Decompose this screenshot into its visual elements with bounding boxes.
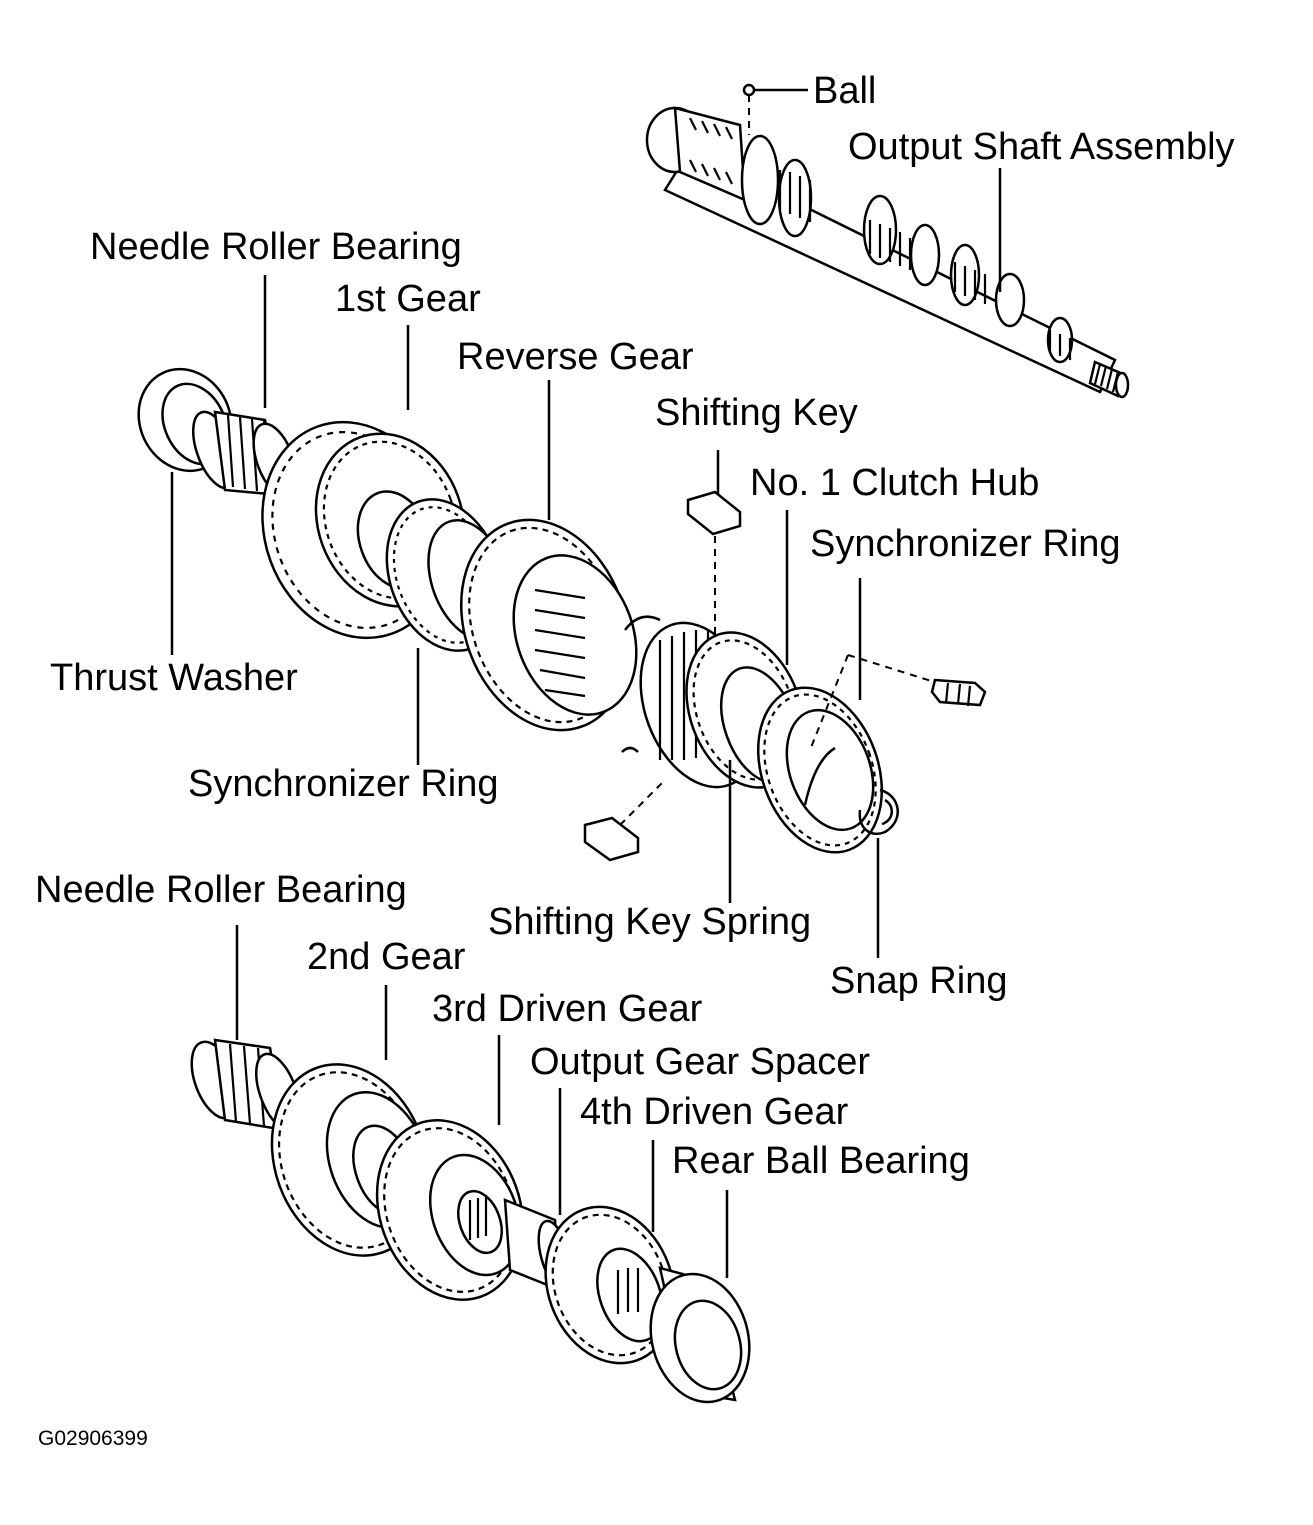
label-reverse-gear: Reverse Gear [457,336,694,378]
label-no1-clutch-hub: No. 1 Clutch Hub [750,462,1040,504]
rear-ball-bearing-part [649,1190,751,1404]
label-output-shaft-assembly: Output Shaft Assembly [848,126,1235,168]
shifting-key-bottom-part [583,779,666,862]
label-needle-roller-bearing-upper: Needle Roller Bearing [90,226,462,268]
label-third-driven-gear: 3rd Driven Gear [432,988,703,1030]
third-driven-gear-part [375,1035,525,1301]
label-ball: Ball [813,70,877,112]
label-synchronizer-ring-left: Synchronizer Ring [188,763,499,805]
label-shifting-key-spring: Shifting Key Spring [488,901,812,943]
label-shifting-key: Shifting Key [655,392,858,434]
label-synchronizer-ring-right: Synchronizer Ring [810,523,1121,565]
label-second-gear: 2nd Gear [307,936,466,978]
snap-ring-part [858,788,899,958]
reverse-gear-part [459,380,638,732]
label-first-gear: 1st Gear [335,278,481,320]
synchronizer-ring-right-part [756,578,961,854]
fourth-driven-gear-part [544,1140,676,1365]
label-thrust-washer: Thrust Washer [50,657,298,699]
label-output-gear-spacer: Output Gear Spacer [530,1041,871,1083]
label-needle-roller-bearing-lower: Needle Roller Bearing [35,869,407,911]
spring-clip-part [621,615,661,753]
label-rear-ball-bearing: Rear Ball Bearing [672,1140,970,1182]
label-snap-ring: Snap Ring [830,960,1008,1002]
label-fourth-driven-gear: 4th Driven Gear [580,1091,849,1133]
thrust-washer-part [137,367,233,655]
figure-code: G02906399 [38,1427,148,1450]
ball-part [742,83,808,135]
small-key-right-part [930,678,987,707]
shifting-key-top-part [686,450,742,640]
output-shaft-assembly [645,106,1130,399]
